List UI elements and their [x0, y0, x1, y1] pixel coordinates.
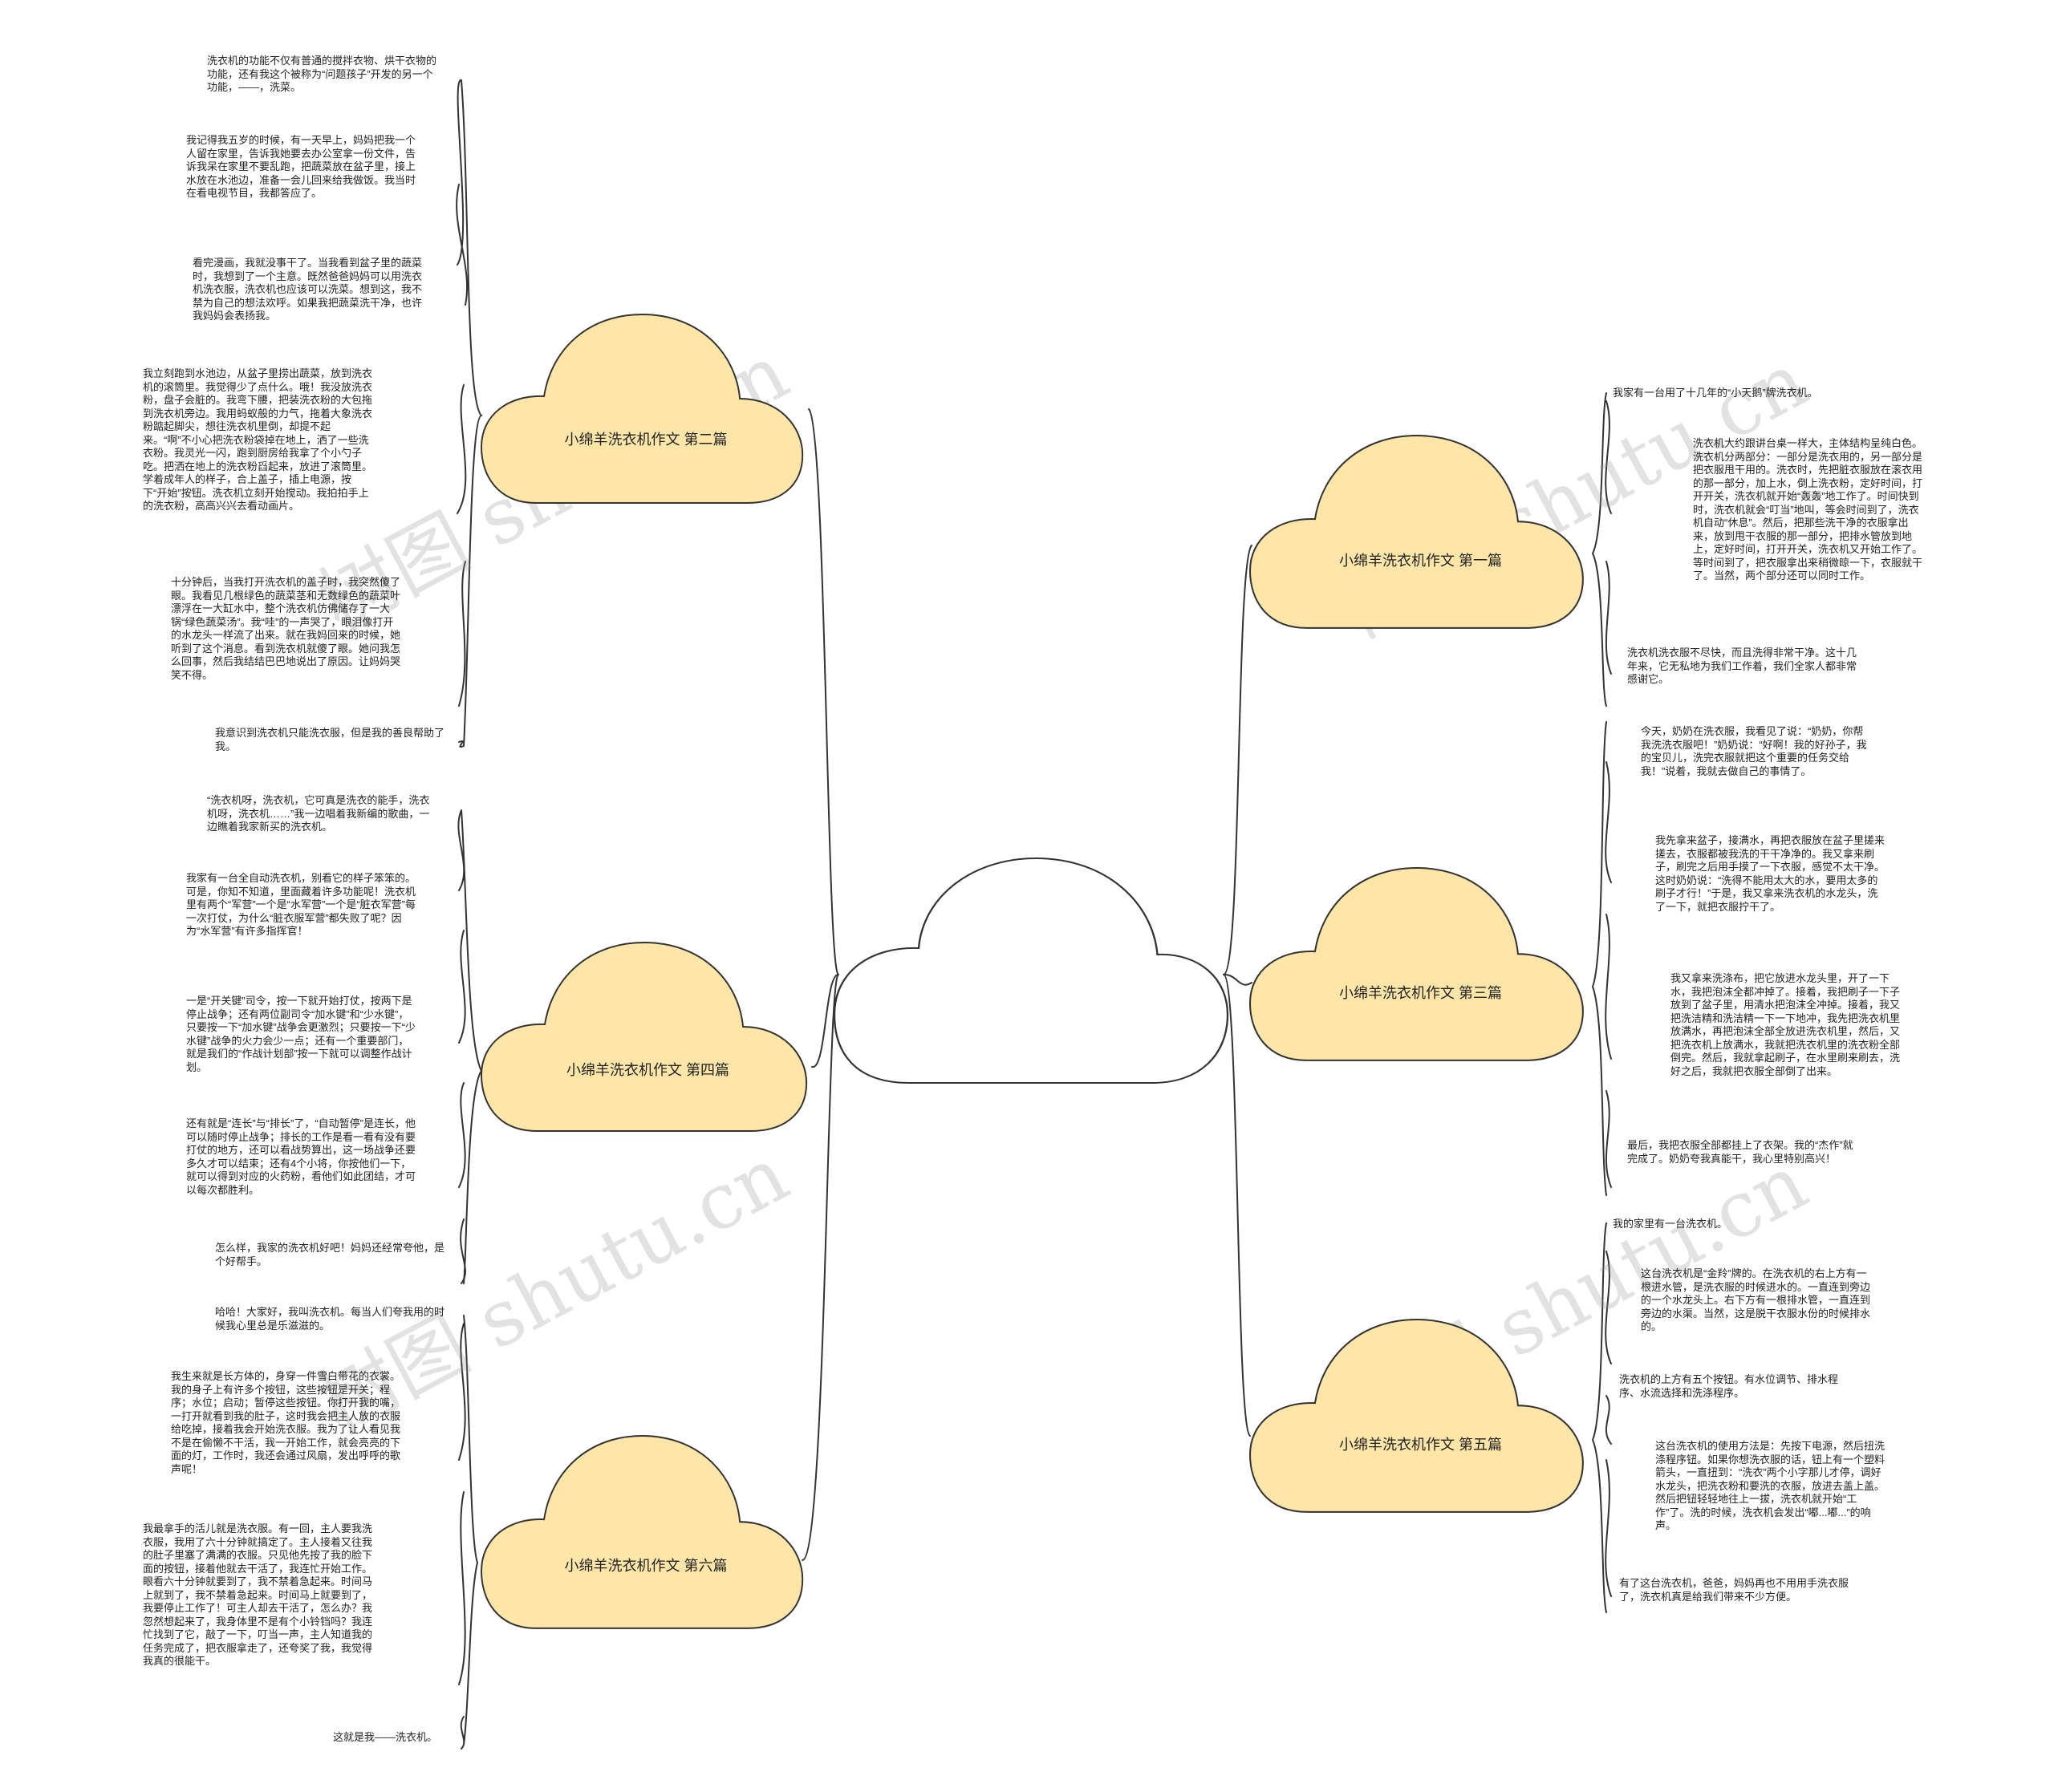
bracket-b3 — [1592, 721, 1612, 1196]
cloud-shape — [1248, 434, 1584, 629]
leaf-text: 这台洗衣机是“金羚”牌的。在洗衣机的右上方有一根进水管，是洗衣服的时候进水的。一… — [1641, 1267, 1871, 1332]
leaf-text: 洗衣机大约跟讲台桌一样大，主体结构呈纯白色。洗衣机分两部分：一部分是洗衣用的，另… — [1693, 437, 1923, 582]
branch-b5[interactable]: 小绵羊洗衣机作文 第五篇 — [1248, 1318, 1591, 1516]
leaf-text: 怎么样，我家的洗衣机好吧！妈妈还经常夸他，是个好帮手。 — [215, 1242, 445, 1267]
leaf-text: 我生来就是长方体的，身穿一件雪白带花的衣裳。我的身子上有许多个按钮，这些按钮是开… — [171, 1370, 401, 1475]
connector-root-b3 — [1223, 973, 1252, 986]
root-node[interactable] — [833, 857, 1229, 1091]
leaf-text: 我先拿来盆子，接满水，再把衣服放在盆子里搓来搓去，衣服都被我洗的干干净净的。我又… — [1655, 834, 1886, 913]
branch-b6[interactable]: 小绵羊洗衣机作文 第六篇 — [481, 1434, 810, 1632]
branch-label: 小绵羊洗衣机作文 第六篇 — [564, 1558, 728, 1574]
bracket-b6 — [458, 1315, 478, 1749]
connector-root-b4 — [811, 973, 839, 1068]
branch-b4[interactable]: 小绵羊洗衣机作文 第四篇 — [481, 941, 814, 1135]
leaf-text: 有了这台洗衣机，爸爸，妈妈再也不用用手洗衣服了，洗衣机真是给我们带来不少方便。 — [1619, 1577, 1849, 1603]
leaf-text: 我家有一台用了十几年的“小天鹅”牌洗衣机。 — [1613, 387, 1818, 399]
leaf-text: 这台洗衣机的使用方法是：先按下电源，然后扭洗涤程序钮。如果你想洗衣服的话，钮上有… — [1655, 1440, 1886, 1531]
leaf-text: “洗衣机呀，洗衣机，它可真是洗衣的能手，洗衣机呀，洗衣机……”我一边唱着我新编的… — [207, 794, 430, 833]
leaf-text: 我又拿来洗涤布，把它放进水龙头里，开了一下水，我把泡沫全都冲掉了。接着，我把刷子… — [1670, 972, 1901, 1077]
leaf-text: 我意识到洗衣机只能洗衣服，但是我的善良帮助了我。 — [215, 727, 445, 752]
cloud-shape — [833, 857, 1229, 1084]
bracket-b2 — [456, 79, 482, 748]
cloud-shape — [481, 1434, 804, 1629]
leaf-text: 我的家里有一台洗衣机。 — [1613, 1218, 1728, 1230]
leaf-text: 看完漫画，我就没事干了。当我看到盆子里的蔬菜时，我想到了一个主意。既然爸爸妈妈可… — [193, 257, 423, 322]
bracket-b5 — [1592, 1222, 1612, 1613]
connector-root-b2 — [808, 408, 839, 975]
branch-b3[interactable]: 小绵羊洗衣机作文 第三篇 — [1248, 866, 1591, 1064]
leaf-text: 洗衣机的上方有五个按钮。有水位调节、排水程序、水流选择和洗涤程序。 — [1619, 1373, 1839, 1399]
root-fill — [833, 857, 1229, 1084]
leaf-text: 一是“开关键”司令，按一下就开始打仗，按两下是停止战争；还有两位副司令“加水键”… — [186, 995, 416, 1073]
leaf-text: 哈哈！大家好，我叫洗衣机。每当人们夸我用的时候我心里总是乐滋滋的。 — [215, 1306, 445, 1332]
leaf-text: 洗衣机的功能不仅有普通的搅拌衣物、烘干衣物的功能，还有我这个被称为“问题孩子”开… — [207, 55, 437, 93]
cloud-shape — [1248, 866, 1584, 1061]
leaf-text: 今天，奶奶在洗衣服，我看见了说：“奶奶，你帮我洗洗衣服吧！”奶奶说：“好啊！我的… — [1641, 725, 1867, 777]
cloud-shape — [481, 941, 808, 1132]
branch-label: 小绵羊洗衣机作文 第四篇 — [566, 1062, 729, 1078]
cloud-shape — [481, 313, 804, 504]
branch-label: 小绵羊洗衣机作文 第五篇 — [1339, 1437, 1502, 1453]
leaf-text: 我最拿手的活儿就是洗衣服。有一回，主人要我洗衣服，我用了六十分钟就搞定了。主人接… — [143, 1522, 373, 1667]
connector-root-b5 — [1223, 974, 1251, 1437]
branch-label: 小绵羊洗衣机作文 第一篇 — [1339, 553, 1502, 569]
leaf-text: 十分钟后，当我打开洗衣机的盖子时，我突然傻了眼。我看见几根绿色的蔬菜茎和无数绿色… — [171, 576, 401, 681]
branch-b1[interactable]: 小绵羊洗衣机作文 第一篇 — [1248, 434, 1591, 632]
leaf-text: 还有就是“连长”与“排长”了，“自动暂停”是连长，他可以随时停止战争；排长的工作… — [186, 1117, 416, 1196]
leaf-text: 我记得我五岁的时候，有一天早上，妈妈把我一个人留在家里，告诉我她要去办公室拿一份… — [186, 134, 416, 199]
branch-label: 小绵羊洗衣机作文 第二篇 — [564, 432, 728, 448]
branch-label: 小绵羊洗衣机作文 第三篇 — [1339, 985, 1502, 1001]
bracket-b1 — [1592, 392, 1612, 707]
leaf-text: 我家有一台全自动洗衣机，别看它的样子笨笨的。可是，你知不知道，里面藏着许多功能呢… — [186, 872, 416, 937]
leaf-text: 最后，我把衣服全部都挂上了衣架。我的“杰作”就完成了。奶奶夸我真能干，我心里特别… — [1627, 1139, 1853, 1165]
leaf-text: 我立刻跑到水池边，从盆子里捞出蔬菜，放到洗衣机的滚筒里。我觉得少了点什么。哦！我… — [143, 367, 373, 512]
bracket-b4 — [457, 809, 482, 1284]
connector-root-b1 — [1223, 545, 1252, 975]
leaf-text: 洗衣机洗衣服不尽快，而且洗得非常干净。这十几年来，它无私地为我们工作着，我们全家… — [1627, 647, 1857, 685]
branch-b2[interactable]: 小绵羊洗衣机作文 第二篇 — [481, 313, 810, 507]
leaf-text: 这就是我——洗衣机。 — [333, 1731, 438, 1743]
cloud-shape — [1248, 1318, 1584, 1513]
